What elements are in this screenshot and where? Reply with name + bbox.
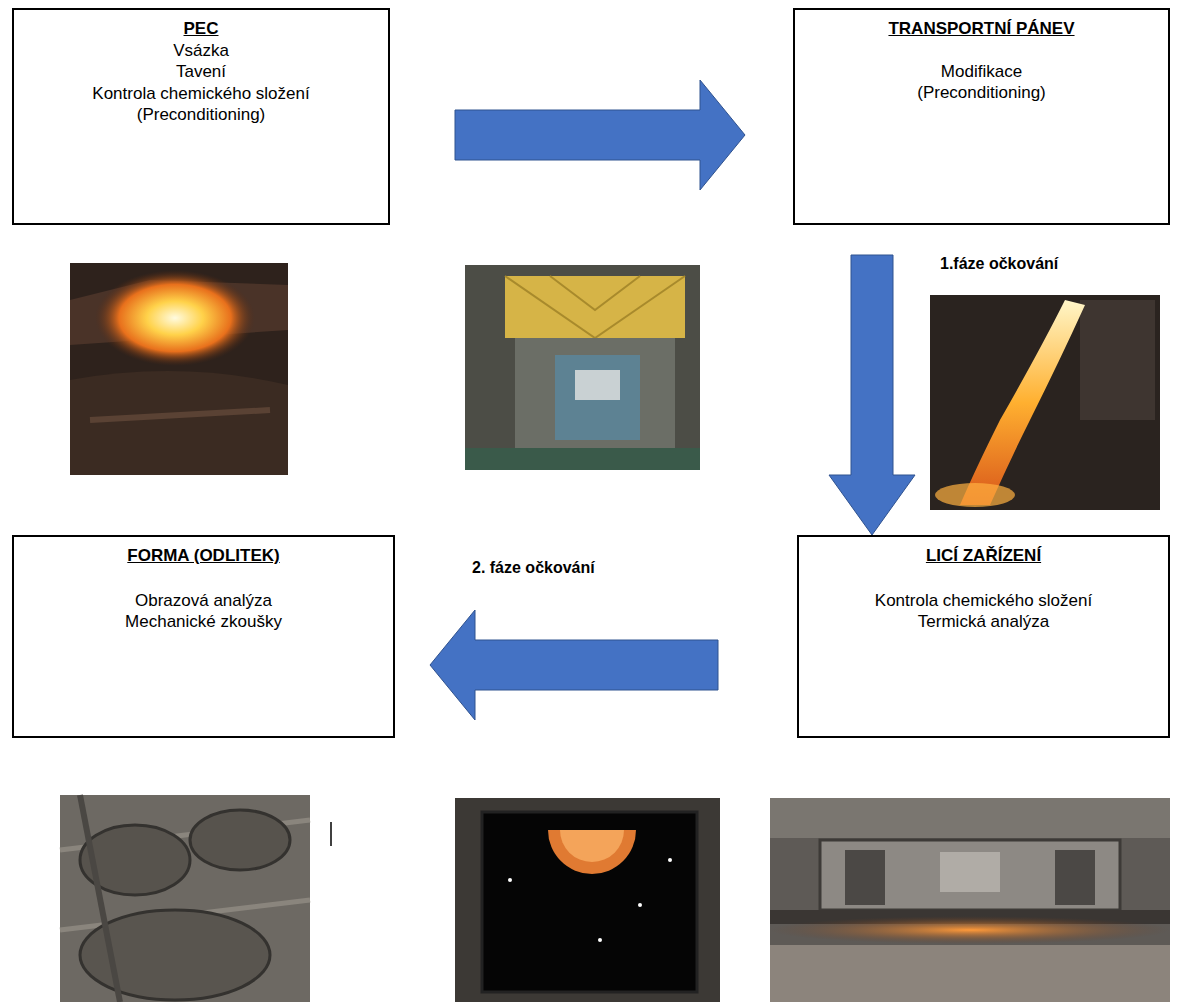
process-box: FORMA (ODLITEK) Obrazová analýzaMechanick… <box>12 535 395 738</box>
box-line: Vsázka <box>24 40 378 62</box>
cursor-mark <box>330 822 332 846</box>
box-line: Modifikace <box>805 61 1158 83</box>
process-box: TRANSPORTNÍ PÁNEV Modifikace(Precondition… <box>793 8 1170 225</box>
monitor-photo <box>455 798 720 1002</box>
machine-photo <box>465 265 700 470</box>
casting-machine-photo <box>770 798 1170 1002</box>
process-box: PECVsázkaTaveníKontrola chemického slože… <box>12 8 390 225</box>
edge-label: 1.fáze očkování <box>938 254 1060 274</box>
box-line: (Preconditioning) <box>805 82 1158 104</box>
box-line: Obrazová analýza <box>24 590 383 612</box>
process-box: LICÍ ZAŘÍZENÍ Kontrola chemického složení… <box>797 535 1170 738</box>
block-arrow <box>829 255 915 535</box>
box-line: Mechanické zkoušky <box>24 611 383 633</box>
box-heading: FORMA (ODLITEK) <box>24 545 383 567</box>
block-arrow <box>430 610 718 720</box>
box-heading: TRANSPORTNÍ PÁNEV <box>805 18 1158 40</box>
box-line: (Preconditioning) <box>24 104 378 126</box>
box-heading: LICÍ ZAŘÍZENÍ <box>809 545 1158 567</box>
furnace-photo <box>70 263 288 475</box>
mould-photo <box>60 795 310 1002</box>
box-line: Kontrola chemického složení <box>809 590 1158 612</box>
box-heading: PEC <box>24 18 378 40</box>
box-line: Kontrola chemického složení <box>24 83 378 105</box>
edge-label: 2. fáze očkování <box>470 558 597 578</box>
pouring-photo <box>930 295 1160 510</box>
box-line: Tavení <box>24 61 378 83</box>
block-arrow <box>455 80 745 190</box>
box-line: Termická analýza <box>809 611 1158 633</box>
